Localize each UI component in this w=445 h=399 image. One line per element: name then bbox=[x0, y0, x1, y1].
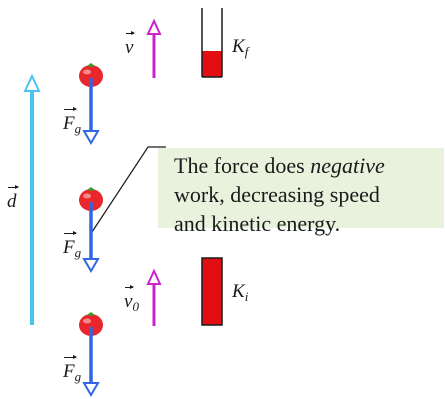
callout-line3: and kinetic energy. bbox=[174, 211, 340, 236]
gravity-force-arrow-top bbox=[84, 78, 98, 143]
final-kinetic-energy-bar bbox=[202, 8, 222, 77]
gravity-force-symbol-bottom: F bbox=[63, 362, 75, 381]
displacement-symbol: d bbox=[7, 192, 17, 211]
final-velocity-arrow bbox=[148, 21, 160, 78]
gravity-force-arrow-middle bbox=[84, 202, 98, 271]
gravity-force-label-bottom: Fg bbox=[63, 362, 81, 383]
initial-velocity-subscript: 0 bbox=[132, 299, 139, 314]
initial-kinetic-energy-symbol: K bbox=[232, 281, 245, 302]
initial-kinetic-energy-subscript: i bbox=[245, 289, 249, 304]
initial-velocity-arrow bbox=[148, 271, 160, 326]
initial-velocity-label: v0 bbox=[124, 292, 139, 313]
gravity-force-label-top: Fg bbox=[63, 114, 81, 135]
callout-line2: work, decreasing speed bbox=[174, 182, 380, 207]
gravity-force-label-middle: Fg bbox=[63, 238, 81, 259]
initial-kinetic-energy-label: Ki bbox=[232, 282, 248, 303]
callout-line1-prefix: The force does bbox=[174, 153, 310, 178]
initial-kinetic-energy-bar bbox=[202, 258, 222, 325]
final-kinetic-energy-label: Kf bbox=[232, 37, 248, 58]
callout-pointer bbox=[92, 147, 166, 232]
gravity-force-subscript-bottom: g bbox=[75, 369, 82, 384]
callout-text: The force does negative work, decreasing… bbox=[174, 151, 442, 238]
displacement-label: d bbox=[7, 192, 17, 211]
final-velocity-symbol: v bbox=[125, 38, 133, 57]
gravity-force-subscript-middle: g bbox=[75, 245, 82, 260]
initial-kinetic-energy-fill bbox=[202, 258, 222, 325]
gravity-force-symbol-top: F bbox=[63, 114, 75, 133]
displacement-arrow bbox=[25, 76, 39, 325]
callout-line1-emphasis: negative bbox=[310, 153, 385, 178]
gravity-force-arrow-bottom bbox=[84, 327, 98, 395]
initial-velocity-symbol: v bbox=[124, 292, 132, 311]
gravity-force-subscript-top: g bbox=[75, 121, 82, 136]
final-velocity-label: v bbox=[125, 38, 133, 57]
final-kinetic-energy-fill bbox=[202, 51, 222, 77]
gravity-force-symbol-middle: F bbox=[63, 238, 75, 257]
final-kinetic-energy-symbol: K bbox=[232, 36, 245, 57]
final-kinetic-energy-subscript: f bbox=[245, 44, 249, 59]
